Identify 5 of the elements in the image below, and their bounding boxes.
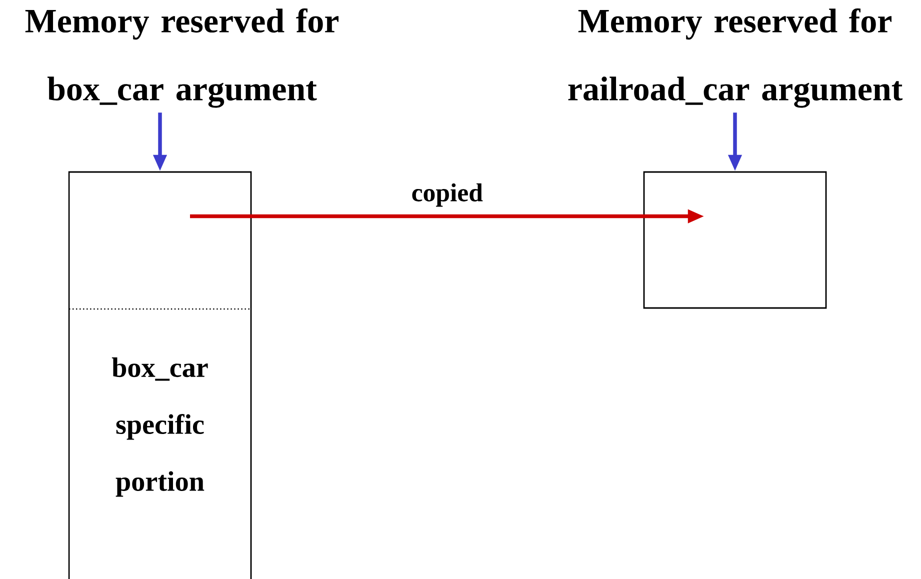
heading-text: Memory reserved for box_car argument xyxy=(25,8,338,108)
edge-label: copied xyxy=(412,183,483,207)
memory-box xyxy=(643,171,827,309)
memory-box: box_car specific portion xyxy=(68,171,252,579)
heading-text: Memory reserved for railroad_car argument xyxy=(568,8,903,108)
